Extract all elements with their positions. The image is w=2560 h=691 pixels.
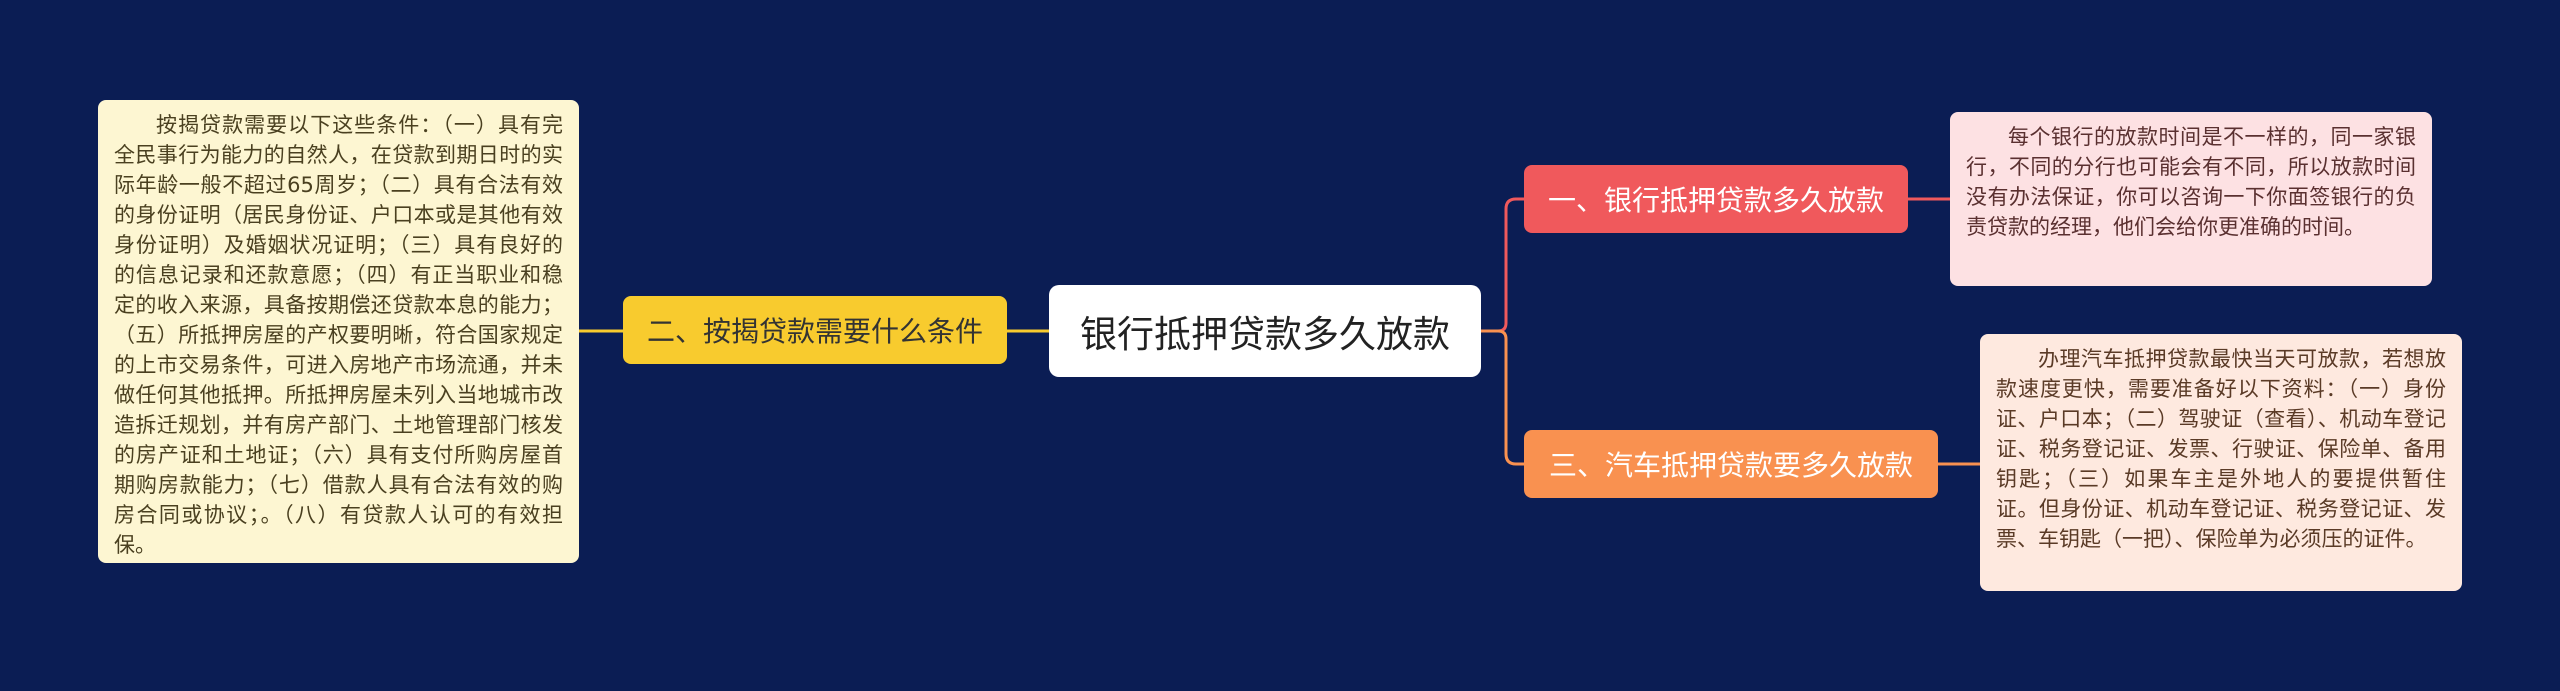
central-topic[interactable]: 银行抵押贷款多久放款	[1049, 285, 1481, 377]
connector-central-to-branch-1	[1481, 197, 1524, 333]
connector-central-to-branch-3	[1481, 329, 1524, 466]
branch-label: 三、汽车抵押贷款要多久放款	[1548, 449, 1913, 482]
branch-label: 一、银行抵押贷款多久放款	[1547, 184, 1884, 217]
detail-note-mortgage-conditions[interactable]: 按揭贷款需要以下这些条件：（一）具有完全民事行为能力的自然人，在贷款到期日时的实…	[98, 100, 579, 563]
detail-note-car-loan-timing[interactable]: 办理汽车抵押贷款最快当天可放款，若想放款速度更快，需要准备好以下资料：（一）身份…	[1980, 334, 2462, 591]
branch-node-bank-loan-timing[interactable]: 一、银行抵押贷款多久放款	[1524, 165, 1908, 233]
detail-note-bank-loan-timing[interactable]: 每个银行的放款时间是不一样的，同一家银行，不同的分行也可能会有不同，所以放款时间…	[1950, 112, 2432, 286]
branch-node-mortgage-conditions[interactable]: 二、按揭贷款需要什么条件	[623, 296, 1007, 364]
central-topic-label: 银行抵押贷款多久放款	[1080, 313, 1450, 356]
branch-label: 二、按揭贷款需要什么条件	[646, 315, 983, 348]
branch-node-car-loan-timing[interactable]: 三、汽车抵押贷款要多久放款	[1524, 430, 1938, 498]
